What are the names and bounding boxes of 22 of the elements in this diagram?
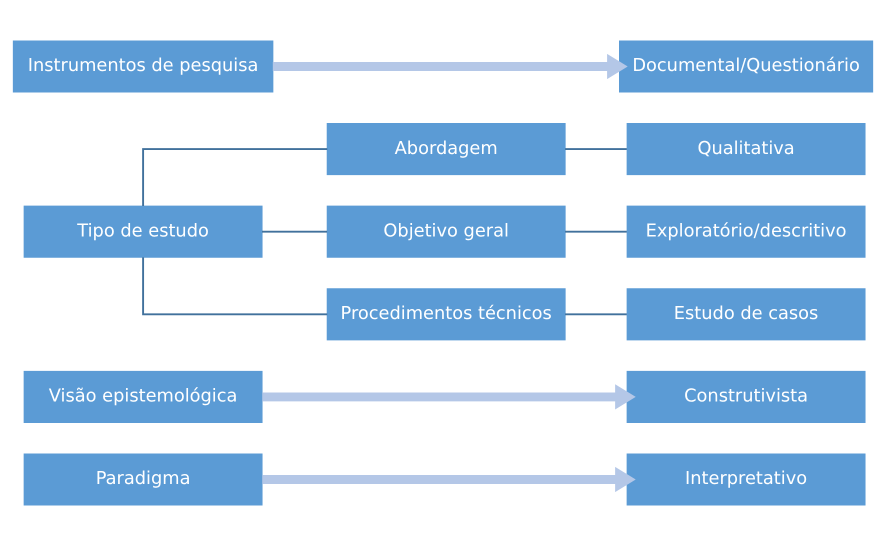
node-box: Abordagem [326, 123, 566, 176]
arrow [272, 54, 628, 80]
node-box: Exploratório/descritivo [626, 206, 866, 258]
node-box: Instrumentos de pesquisa [12, 40, 274, 93]
node-box: Construtivista [626, 370, 866, 423]
connector [142, 148, 328, 206]
connector [262, 230, 328, 233]
node-box: Tipo de estudo [24, 206, 263, 258]
node-box: Qualitativa [626, 123, 866, 176]
arrow [262, 384, 636, 410]
node-box: Objetivo geral [326, 206, 566, 258]
arrow [262, 466, 636, 492]
connector [565, 148, 627, 150]
node-box: Visão epistemológica [24, 370, 263, 423]
node-box: Interpretativo [626, 453, 866, 506]
node-box: Procedimentos técnicos [326, 288, 566, 340]
node-box: Paradigma [24, 453, 263, 506]
node-box: Documental/Questionário [619, 40, 874, 93]
connector [142, 257, 328, 316]
connector [565, 230, 627, 233]
node-box: Estudo de casos [626, 288, 866, 340]
connector [565, 313, 627, 316]
